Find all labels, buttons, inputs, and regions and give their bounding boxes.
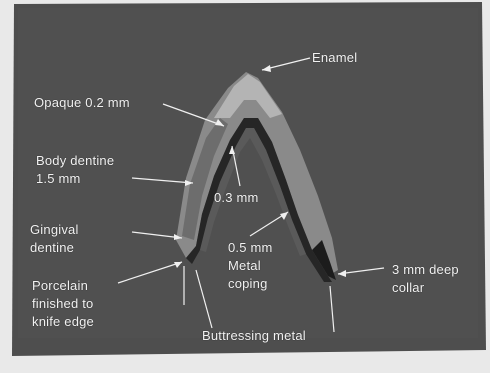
label-gingival-line1: Gingival [30,222,79,237]
label-collar-line2: collar [392,280,424,295]
label-thickness-03: 0.3 mm [214,190,259,205]
label-coping-line1: 0.5 mm [228,240,273,255]
label-porcelain-line1: Porcelain [32,278,88,293]
label-gingival-line2: dentine [30,240,74,255]
label-collar-line1: 3 mm deep [392,262,459,277]
label-coping-line2: Metal [228,258,261,273]
label-coping-line3: coping [228,276,268,291]
label-buttressing-metal: Buttressing metal [202,328,306,343]
label-body-dentine-line1: Body dentine [36,153,114,168]
label-opaque: Opaque 0.2 mm [34,95,130,110]
label-body-dentine-line2: 1.5 mm [36,171,81,186]
label-porcelain-line3: knife edge [32,314,94,329]
label-enamel: Enamel [312,50,357,65]
label-porcelain-line2: finished to [32,296,93,311]
